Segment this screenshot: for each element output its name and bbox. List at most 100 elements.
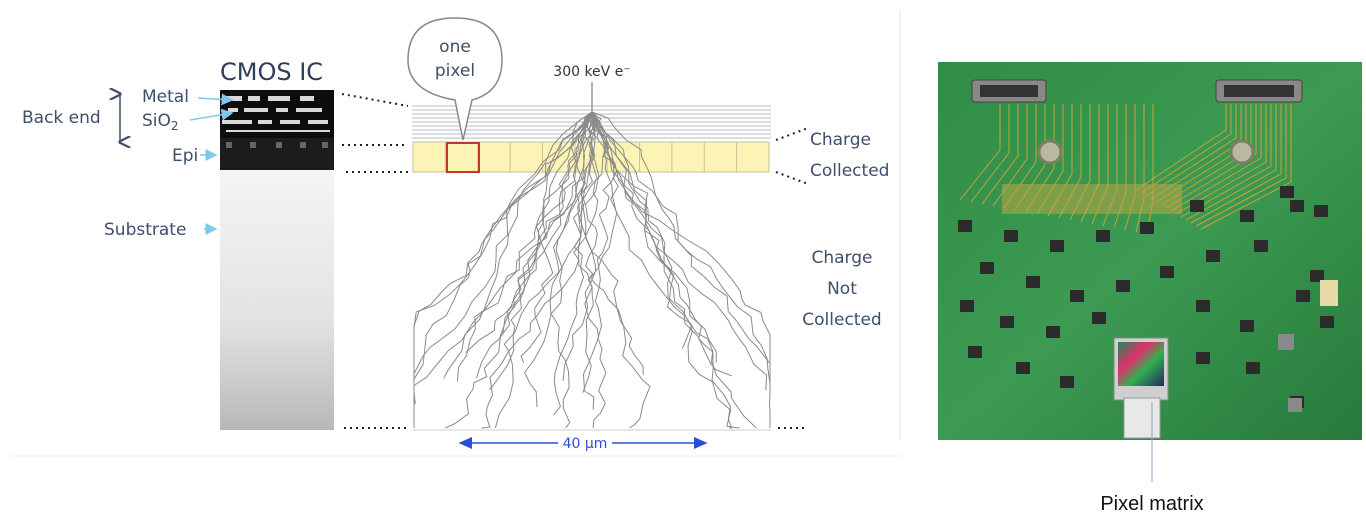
electron-track bbox=[590, 111, 651, 429]
substrate-block bbox=[220, 168, 334, 430]
cmos-title: CMOS IC bbox=[220, 58, 323, 86]
pcb-chip bbox=[1190, 200, 1204, 212]
label-substrate: Substrate bbox=[104, 220, 186, 240]
metal-arrow bbox=[197, 93, 234, 106]
pcb-chip bbox=[1016, 362, 1030, 374]
connector-left-inner bbox=[980, 85, 1038, 97]
highlighted-pixel bbox=[446, 142, 480, 173]
callout-line-2: pixel bbox=[435, 61, 475, 81]
pcb-chip bbox=[1026, 276, 1040, 288]
cmos-diagram: CMOS IC bbox=[22, 17, 889, 452]
pcb-chip bbox=[1050, 240, 1064, 252]
electron-track bbox=[591, 111, 771, 428]
pcb-chip bbox=[1280, 186, 1294, 198]
connector-right-inner bbox=[1224, 85, 1294, 97]
label-sio2-sub: 2 bbox=[171, 119, 179, 133]
pcb-trace bbox=[1170, 104, 1262, 212]
pcb-component bbox=[1320, 280, 1338, 306]
pcb-photo bbox=[938, 62, 1362, 482]
pcb-chip bbox=[1240, 210, 1254, 222]
epi-layer bbox=[220, 136, 334, 170]
pcb-chip bbox=[1246, 362, 1260, 374]
pcb-traces bbox=[959, 104, 1292, 235]
callout-line-1: one bbox=[439, 37, 471, 57]
pcb-chip bbox=[1320, 316, 1334, 328]
label-epi: Epi bbox=[172, 146, 198, 166]
charge-not-collected-3: Collected bbox=[802, 310, 881, 330]
sio2-arrow bbox=[189, 108, 234, 121]
sensor-window bbox=[1123, 397, 1161, 439]
pcb-chip bbox=[1070, 290, 1084, 302]
electron-track bbox=[591, 111, 732, 377]
pcb-chip bbox=[968, 346, 982, 358]
pcb-chip bbox=[1296, 290, 1310, 302]
pcb-chip bbox=[1310, 270, 1324, 282]
pcb-chip bbox=[1160, 266, 1174, 278]
pcb-chip bbox=[980, 262, 994, 274]
charge-not-collected-1: Charge bbox=[811, 248, 872, 268]
electron-track bbox=[591, 111, 771, 373]
charge-collected-1: Charge bbox=[810, 130, 871, 150]
callout-bubble bbox=[407, 17, 503, 141]
pcb-chip bbox=[1096, 230, 1110, 242]
beam-label: 300 keV e⁻ bbox=[553, 64, 630, 80]
pcb-chip bbox=[1092, 312, 1106, 324]
electron-track bbox=[413, 111, 593, 360]
mount-hole-left bbox=[1037, 139, 1063, 165]
pcb-trace bbox=[1190, 104, 1282, 224]
pcb-chips bbox=[958, 186, 1338, 412]
pcb-trace bbox=[1140, 104, 1232, 194]
pcb-trace bbox=[1135, 104, 1227, 191]
pcb-trace bbox=[1145, 104, 1237, 197]
electron-track bbox=[591, 111, 692, 349]
electron-track bbox=[591, 111, 740, 429]
label-back-end: Back end bbox=[22, 108, 101, 128]
pcb-chip bbox=[1290, 200, 1304, 212]
pcb-trace bbox=[1195, 104, 1287, 227]
mount-hole-right bbox=[1229, 139, 1255, 165]
pcb-chip bbox=[1254, 240, 1268, 252]
pixel-matrix-sensor bbox=[1118, 342, 1164, 386]
pcb-chip bbox=[1004, 230, 1018, 242]
electron-track bbox=[591, 111, 768, 391]
electron-track bbox=[456, 111, 593, 382]
scale-label: 40 µm bbox=[563, 436, 608, 452]
pcb-component bbox=[1278, 334, 1294, 350]
pcb-chip bbox=[1000, 316, 1014, 328]
connector-lines bbox=[341, 93, 809, 429]
pcb-chip bbox=[1196, 352, 1210, 364]
charge-not-collected-2: Not bbox=[827, 279, 857, 299]
pcb-trace bbox=[1175, 104, 1267, 215]
pcb-chip bbox=[1240, 320, 1254, 332]
label-metal: Metal bbox=[142, 87, 189, 107]
electron-track bbox=[494, 111, 596, 429]
epi-features bbox=[226, 142, 328, 148]
pcb-trace bbox=[970, 104, 1010, 203]
label-sio2-base: SiO bbox=[142, 111, 171, 131]
pcb-chip bbox=[1060, 376, 1074, 388]
pcb-chip bbox=[1116, 280, 1130, 292]
pcb-trace bbox=[1165, 104, 1257, 209]
scale-label-bg bbox=[558, 434, 612, 452]
pcb-component bbox=[1288, 398, 1302, 412]
pcb-trace bbox=[981, 104, 1019, 205]
pcb-trace bbox=[1185, 104, 1277, 221]
electron-track bbox=[577, 111, 600, 410]
electron-track bbox=[591, 111, 733, 429]
chip-cross-section bbox=[220, 90, 334, 430]
pcb-trace bbox=[959, 104, 1001, 201]
label-sio2: SiO2 bbox=[142, 111, 179, 133]
electron-track bbox=[520, 111, 593, 363]
pcb-trace bbox=[1180, 104, 1272, 218]
electron-track bbox=[489, 111, 593, 391]
electron-tracks bbox=[413, 111, 771, 429]
pcb-chip bbox=[1046, 326, 1060, 338]
pixel-matrix-caption: Pixel matrix bbox=[1100, 493, 1203, 515]
electron-track bbox=[591, 111, 771, 384]
pcb-chip bbox=[1196, 300, 1210, 312]
electron-track bbox=[591, 111, 618, 429]
charge-collected-2: Collected bbox=[810, 161, 889, 181]
pcb-bus-region bbox=[1002, 184, 1182, 214]
electron-track bbox=[549, 111, 598, 429]
